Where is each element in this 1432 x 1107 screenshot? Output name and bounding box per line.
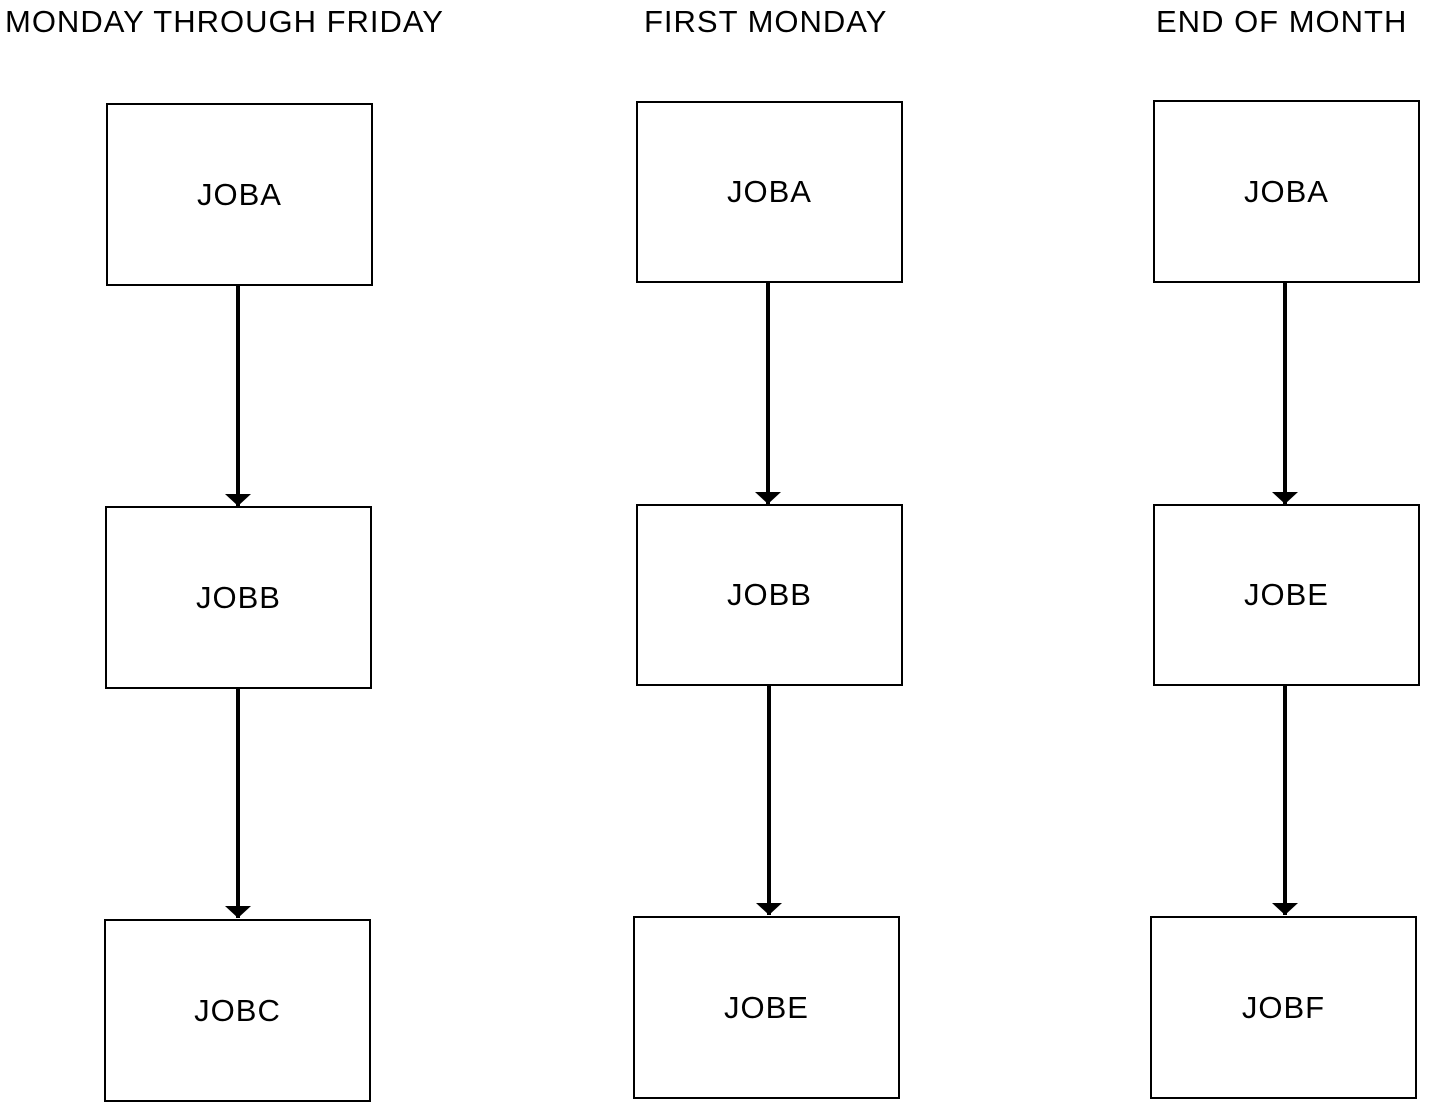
column-title-end-of-month: END OF MONTH (1156, 4, 1408, 39)
job-label: JOBF (1241, 989, 1326, 1025)
job-box: JOBB (636, 504, 903, 686)
job-label: JOBC (194, 992, 281, 1028)
job-box: JOBC (104, 919, 371, 1102)
column-title-monday-through-friday: MONDAY THROUGH FRIDAY (5, 4, 444, 39)
job-box: JOBE (1153, 504, 1420, 686)
job-box: JOBA (106, 103, 373, 286)
column-title-first-monday: FIRST MONDAY (644, 4, 888, 39)
job-box: JOBE (633, 916, 900, 1099)
job-label: JOBB (196, 579, 281, 615)
job-label: JOBA (727, 174, 812, 209)
job-box: JOBA (1153, 100, 1420, 283)
job-box: JOBF (1150, 916, 1417, 1099)
job-label: JOBA (197, 176, 282, 212)
job-label: JOBB (727, 577, 812, 612)
job-label: JOBA (1244, 173, 1329, 209)
job-box: JOBA (636, 101, 903, 283)
job-label: JOBE (1244, 577, 1329, 612)
job-label: JOBE (724, 989, 809, 1025)
job-box: JOBB (105, 506, 372, 689)
